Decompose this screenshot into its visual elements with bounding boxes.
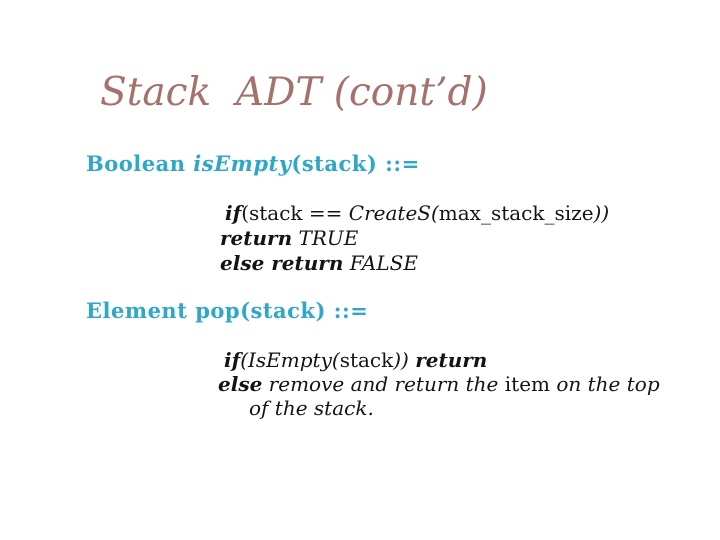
code-line: else return FALSE bbox=[220, 251, 609, 276]
code-text: remove and return the bbox=[262, 372, 505, 396]
heading-text: Boolean bbox=[86, 151, 194, 176]
code-line: if(IsEmpty(stack)) return bbox=[218, 348, 660, 372]
code-line: of the stack. bbox=[218, 396, 660, 420]
code-line: else remove and return the item on the t… bbox=[218, 372, 660, 396]
section-heading-pop: Element pop(stack) ::= bbox=[86, 298, 368, 323]
slide-title: Stack ADT (cont’d) bbox=[100, 70, 488, 115]
code-line: if(stack == CreateS(max_stack_size)) bbox=[220, 201, 609, 226]
code-text: )) bbox=[393, 348, 416, 372]
heading-text: (stack) ::= bbox=[291, 151, 420, 176]
keyword-return: return bbox=[220, 226, 293, 250]
code-text: FALSE bbox=[343, 251, 418, 275]
code-text: of the stack. bbox=[249, 396, 374, 420]
code-block-isempty: if(stack == CreateS(max_stack_size)) ret… bbox=[220, 201, 609, 276]
code-text: stack bbox=[339, 348, 394, 372]
keyword-else-return: else return bbox=[220, 251, 344, 275]
code-text: (stack == bbox=[241, 201, 349, 225]
heading-function-name: isEmpty bbox=[193, 151, 292, 176]
heading-text: Element pop(stack) ::= bbox=[86, 298, 369, 323]
section-heading-isempty: Boolean isEmpty(stack) ::= bbox=[86, 151, 420, 176]
code-block-pop: if(IsEmpty(stack)) return else remove an… bbox=[218, 348, 660, 420]
code-text: on the top bbox=[550, 372, 660, 396]
code-text: TRUE bbox=[292, 226, 359, 250]
function-name: (IsEmpty( bbox=[240, 348, 340, 372]
code-text: max_stack_size bbox=[438, 201, 594, 225]
keyword-else: else bbox=[218, 372, 263, 396]
keyword-if: if bbox=[224, 348, 241, 372]
code-text: )) bbox=[593, 201, 610, 225]
code-text: item bbox=[504, 372, 550, 396]
keyword-return: return bbox=[415, 348, 488, 372]
code-line: return TRUE bbox=[220, 226, 609, 251]
function-name: CreateS( bbox=[348, 201, 439, 225]
keyword-if: if bbox=[225, 201, 242, 225]
